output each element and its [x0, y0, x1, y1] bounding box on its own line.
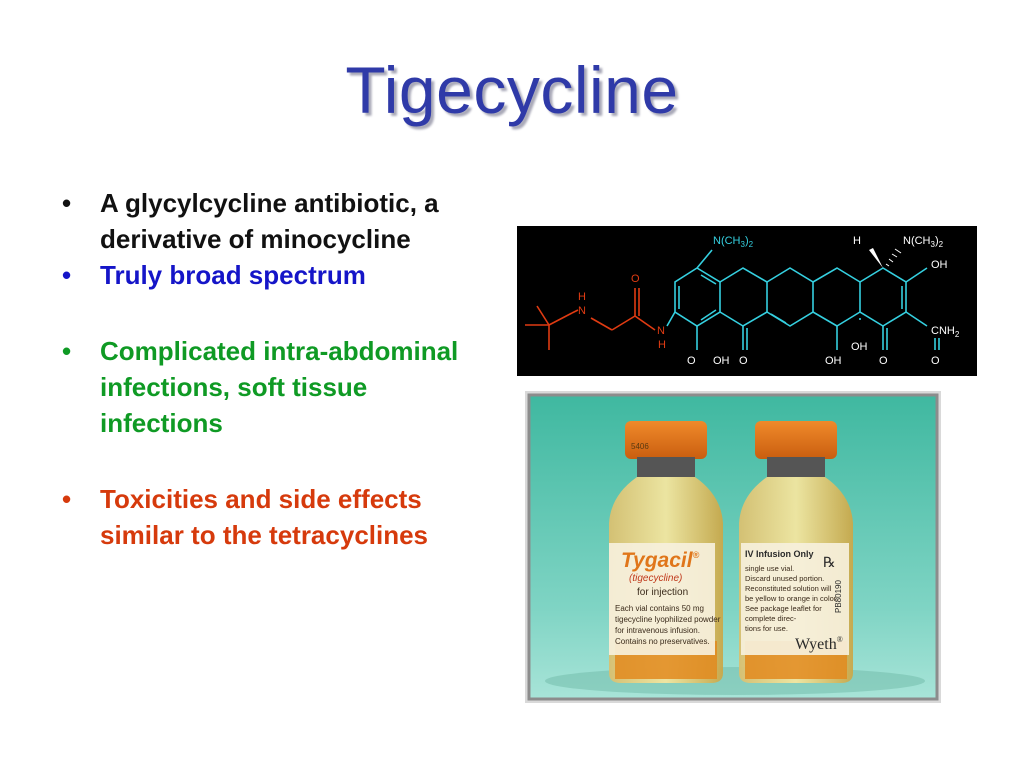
amide-n-label: N [657, 325, 665, 337]
bullet-glyph: • [62, 188, 72, 218]
bullet-glyph: • [62, 260, 72, 290]
vial-left: Tygacil® (tigecycline) for injection Eac… [609, 421, 723, 683]
h-label: H [853, 235, 861, 247]
nme2-label: N(CH3)2 [713, 235, 754, 249]
bullet-text: Complicated intra-abdominal infections, … [100, 336, 459, 438]
route-text: for injection [637, 587, 688, 598]
bullet-glyph: • [62, 484, 72, 514]
nme2-label: N(CH3)2 [903, 235, 944, 249]
oh-label: OH [931, 259, 948, 271]
brand-text: Tygacil® [621, 549, 700, 572]
label-line: Reconstituted solution will [745, 584, 832, 593]
structure-diagram: N(CH3)2 H N(CH3)2 OH CNH2 O O OH OH O OH… [517, 226, 977, 376]
label-line: See package leaflet for [745, 604, 822, 613]
label-line: be yellow to orange in color. [745, 594, 838, 603]
bullet-glyph: • [62, 336, 72, 366]
infusion-text: IV Infusion Only [745, 549, 814, 559]
bullet-item: • Complicated intra-abdominal infections,… [56, 333, 476, 441]
o-label: O [739, 355, 748, 367]
rx-icon: ℞ [823, 556, 836, 571]
oh-label: O [687, 355, 696, 367]
bullet-text: Toxicities and side effects similar to t… [100, 484, 429, 550]
label-line: for intravenous infusion. [615, 626, 700, 635]
slide-title: Tigecycline [345, 53, 679, 127]
hash-bond [885, 248, 902, 267]
lot-text: PB80190 [834, 580, 843, 613]
bullet-item: • Toxicities and side effects similar to … [56, 481, 476, 553]
bullet-item: • A glycylcycline antibiotic, a derivativ… [56, 185, 476, 257]
generic-text: (tigecycline) [629, 573, 682, 584]
amine-h-label: H [578, 291, 586, 303]
amide-o-label: O [631, 273, 640, 285]
o-label: O [931, 355, 940, 367]
side-chain [525, 288, 656, 350]
label-line: tions for use. [745, 624, 788, 633]
oh-label: OH [713, 355, 730, 367]
structure-svg: N(CH3)2 H N(CH3)2 OH CNH2 O O OH OH O OH… [525, 235, 960, 367]
label-line: single use vial. [745, 564, 794, 573]
label-line: Contains no preservatives. [615, 637, 710, 646]
bullet-text: A glycylcycline antibiotic, a derivative… [100, 188, 439, 254]
label-line: tigecycline lyophilized powder [615, 615, 721, 624]
cap-code: 5406 [631, 442, 649, 451]
label-line: Each vial contains 50 mg [615, 604, 704, 613]
bullet-item: • Truly broad spectrum [56, 257, 476, 293]
product-photo: Tygacil® (tigecycline) for injection Eac… [525, 391, 941, 703]
maker-text: Wyeth® [795, 635, 843, 653]
o-label: O [879, 355, 888, 367]
vial-right: IV Infusion Only ℞ single use vial. Disc… [739, 421, 853, 683]
oh-label: OH [825, 355, 842, 367]
ring-framework [666, 249, 940, 350]
cnh2-label: CNH2 [931, 325, 960, 339]
amine-n-label: N [578, 305, 586, 317]
bullet-text: Truly broad spectrum [100, 260, 366, 290]
oh-label: OH [851, 341, 868, 353]
wedge-bond [869, 248, 883, 268]
label-line: Discard unused portion. [745, 574, 824, 583]
vials-illustration: Tygacil® (tigecycline) for injection Eac… [527, 393, 939, 701]
amide-h-label: H [658, 339, 666, 351]
label-line: complete direc- [745, 614, 797, 623]
bullet-list: • A glycylcycline antibiotic, a derivativ… [56, 185, 476, 553]
